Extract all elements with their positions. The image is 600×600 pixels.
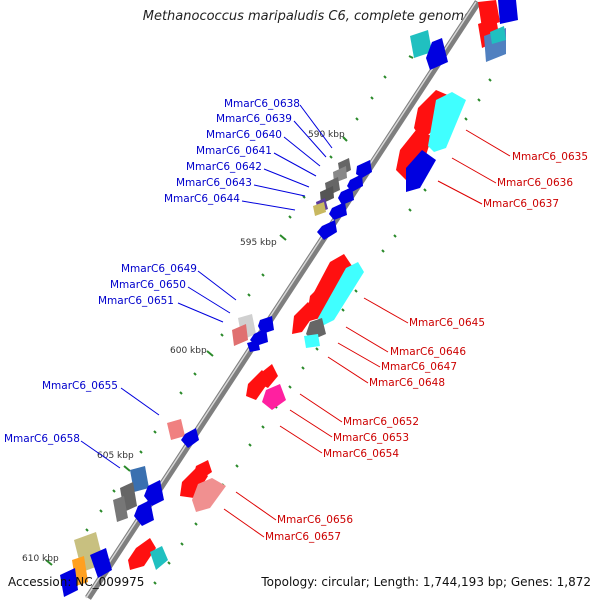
gene-label[interactable]: MmarC6_0640 <box>206 129 282 141</box>
gene-label[interactable]: MmarC6_0646 <box>390 346 466 358</box>
gene-label[interactable]: MmarC6_0649 <box>121 263 197 275</box>
gene-label[interactable]: MmarC6_0639 <box>216 113 292 125</box>
gene-label[interactable]: MmarC6_0638 <box>224 98 300 110</box>
gene-label[interactable]: MmarC6_0657 <box>265 531 341 543</box>
gene-label[interactable]: MmarC6_0635 <box>512 151 588 163</box>
tick-label: 595 kbp <box>240 238 277 248</box>
gene-label[interactable]: MmarC6_0644 <box>164 193 240 205</box>
gene-label[interactable]: MmarC6_0650 <box>110 279 186 291</box>
tick-label: 605 kbp <box>97 451 134 461</box>
forward-strand-features <box>128 0 518 570</box>
gene-labels-forward: MmarC6_0635 MmarC6_0636 MmarC6_0637 Mmar… <box>265 151 588 543</box>
gene-label[interactable]: MmarC6_0645 <box>409 317 485 329</box>
gene-label[interactable]: MmarC6_0651 <box>98 295 174 307</box>
accession-label: Accession: NC_009975 <box>8 575 145 589</box>
gene-labels-reverse: MmarC6_0638 MmarC6_0639 MmarC6_0640 Mmar… <box>4 98 300 445</box>
gene-label[interactable]: MmarC6_0655 <box>42 380 118 392</box>
gene-label[interactable]: MmarC6_0656 <box>277 514 353 526</box>
tick-label: 610 kbp <box>22 554 59 564</box>
gene-label[interactable]: MmarC6_0637 <box>483 198 559 210</box>
callout-lines-forward <box>223 129 511 538</box>
gene-label[interactable]: MmarC6_0643 <box>176 177 252 189</box>
gene-label[interactable]: MmarC6_0653 <box>333 432 409 444</box>
gene-label[interactable]: MmarC6_0654 <box>323 448 399 460</box>
gene-label[interactable]: MmarC6_0641 <box>196 145 272 157</box>
gene-label[interactable]: MmarC6_0652 <box>343 416 419 428</box>
tick-label: 600 kbp <box>170 346 207 356</box>
gene-label[interactable]: MmarC6_0647 <box>381 361 457 373</box>
map-title: Methanococcus maripaludis C6, complete g… <box>142 9 472 24</box>
gene-label[interactable]: MmarC6_0642 <box>186 161 262 173</box>
gene-label[interactable]: MmarC6_0636 <box>497 177 573 189</box>
callout-lines-reverse <box>80 104 333 469</box>
reverse-strand-features <box>60 30 448 597</box>
gene-label[interactable]: MmarC6_0658 <box>4 433 80 445</box>
genome-summary: Topology: circular; Length: 1,744,193 bp… <box>261 575 591 589</box>
gene-label[interactable]: MmarC6_0648 <box>369 377 445 389</box>
tick-label: 590 kbp <box>308 130 345 140</box>
